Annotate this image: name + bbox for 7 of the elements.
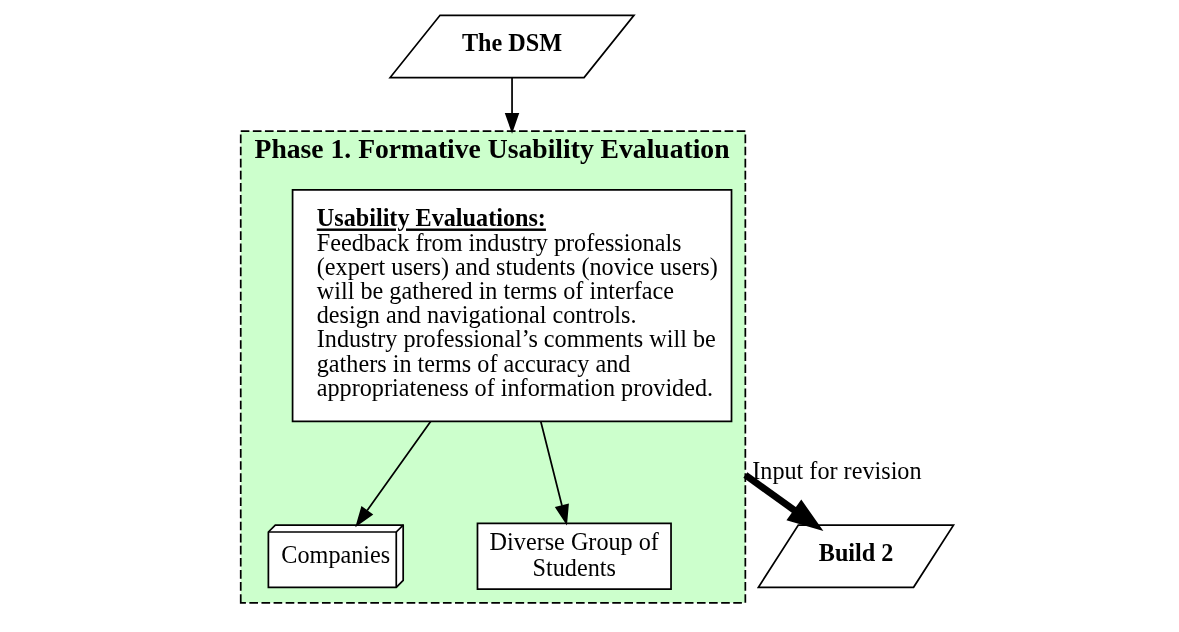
arrow — [539, 420, 569, 526]
arrow — [504, 77, 519, 134]
node-box: Diverse Group of Students — [476, 522, 672, 590]
edge-label: Input for revision — [751, 456, 922, 484]
node-box: Usability Evaluations: Feedback from industry professionals (expert users) and students (novice users) will be gathered in terms of interface design and navigational controls. Industry professional’s comments will be gathers in terms of accuracy and appropriateness of information provided. — [291, 189, 732, 423]
arrow — [742, 472, 823, 532]
arrow — [354, 420, 431, 528]
